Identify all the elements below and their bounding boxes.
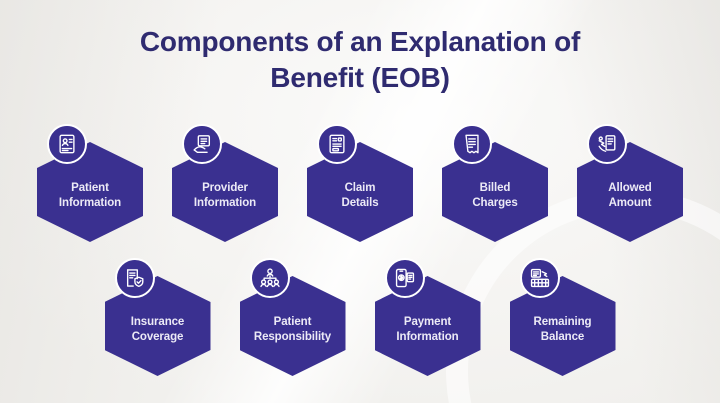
allowed-amount-document-icon	[587, 124, 627, 164]
page-title: Components of an Explanation of Benefit …	[0, 24, 720, 96]
hexagon-item-remaining-balance[interactable]: Remaining Balance	[509, 258, 616, 376]
patient-id-card-icon	[47, 124, 87, 164]
mobile-payment-icon	[384, 258, 425, 298]
hexagon-label: Claim Details	[341, 182, 379, 209]
hexagon-label: Insurance Coverage	[130, 316, 185, 343]
page-title-line-2: Benefit (EOB)	[270, 61, 450, 93]
remaining-balance-icon	[519, 258, 560, 298]
hexagon-label: Patient Information	[58, 182, 122, 209]
hexagon-item-payment-information[interactable]: Payment Information	[374, 258, 481, 376]
hexagon-item-provider-information[interactable]: Provider Information	[172, 124, 278, 242]
hexagon-label: Payment Information	[396, 316, 459, 343]
invoice-receipt-icon	[452, 124, 492, 164]
page-title-line-1: Components of an Explanation of	[139, 26, 581, 57]
hexagon-item-patient-responsibility[interactable]: Patient Responsibility	[239, 258, 346, 376]
claim-form-icon	[317, 124, 357, 164]
hexagon-label: Allowed Amount	[608, 182, 652, 209]
hexagon-label: Patient Responsibility	[253, 316, 332, 343]
people-group-icon	[249, 258, 290, 298]
hexagon-label: Billed Charges	[472, 182, 518, 209]
hexagon-item-patient-information[interactable]: Patient Information	[37, 124, 143, 242]
hexagon-item-allowed-amount[interactable]: Allowed Amount	[577, 124, 683, 242]
insurance-shield-check-icon	[114, 258, 155, 298]
hexagon-item-claim-details[interactable]: Claim Details	[307, 124, 413, 242]
hexagon-item-insurance-coverage[interactable]: Insurance Coverage	[104, 258, 211, 376]
hexagon-row-2: Insurance Coverage	[0, 258, 720, 376]
provider-document-icon	[182, 124, 222, 164]
hexagon-label: Remaining Balance	[533, 316, 592, 343]
hexagon-row-1: Patient Information Provider Information	[0, 124, 720, 242]
hexagon-item-billed-charges[interactable]: Billed Charges	[442, 124, 548, 242]
hexagon-label: Provider Information	[193, 182, 257, 209]
